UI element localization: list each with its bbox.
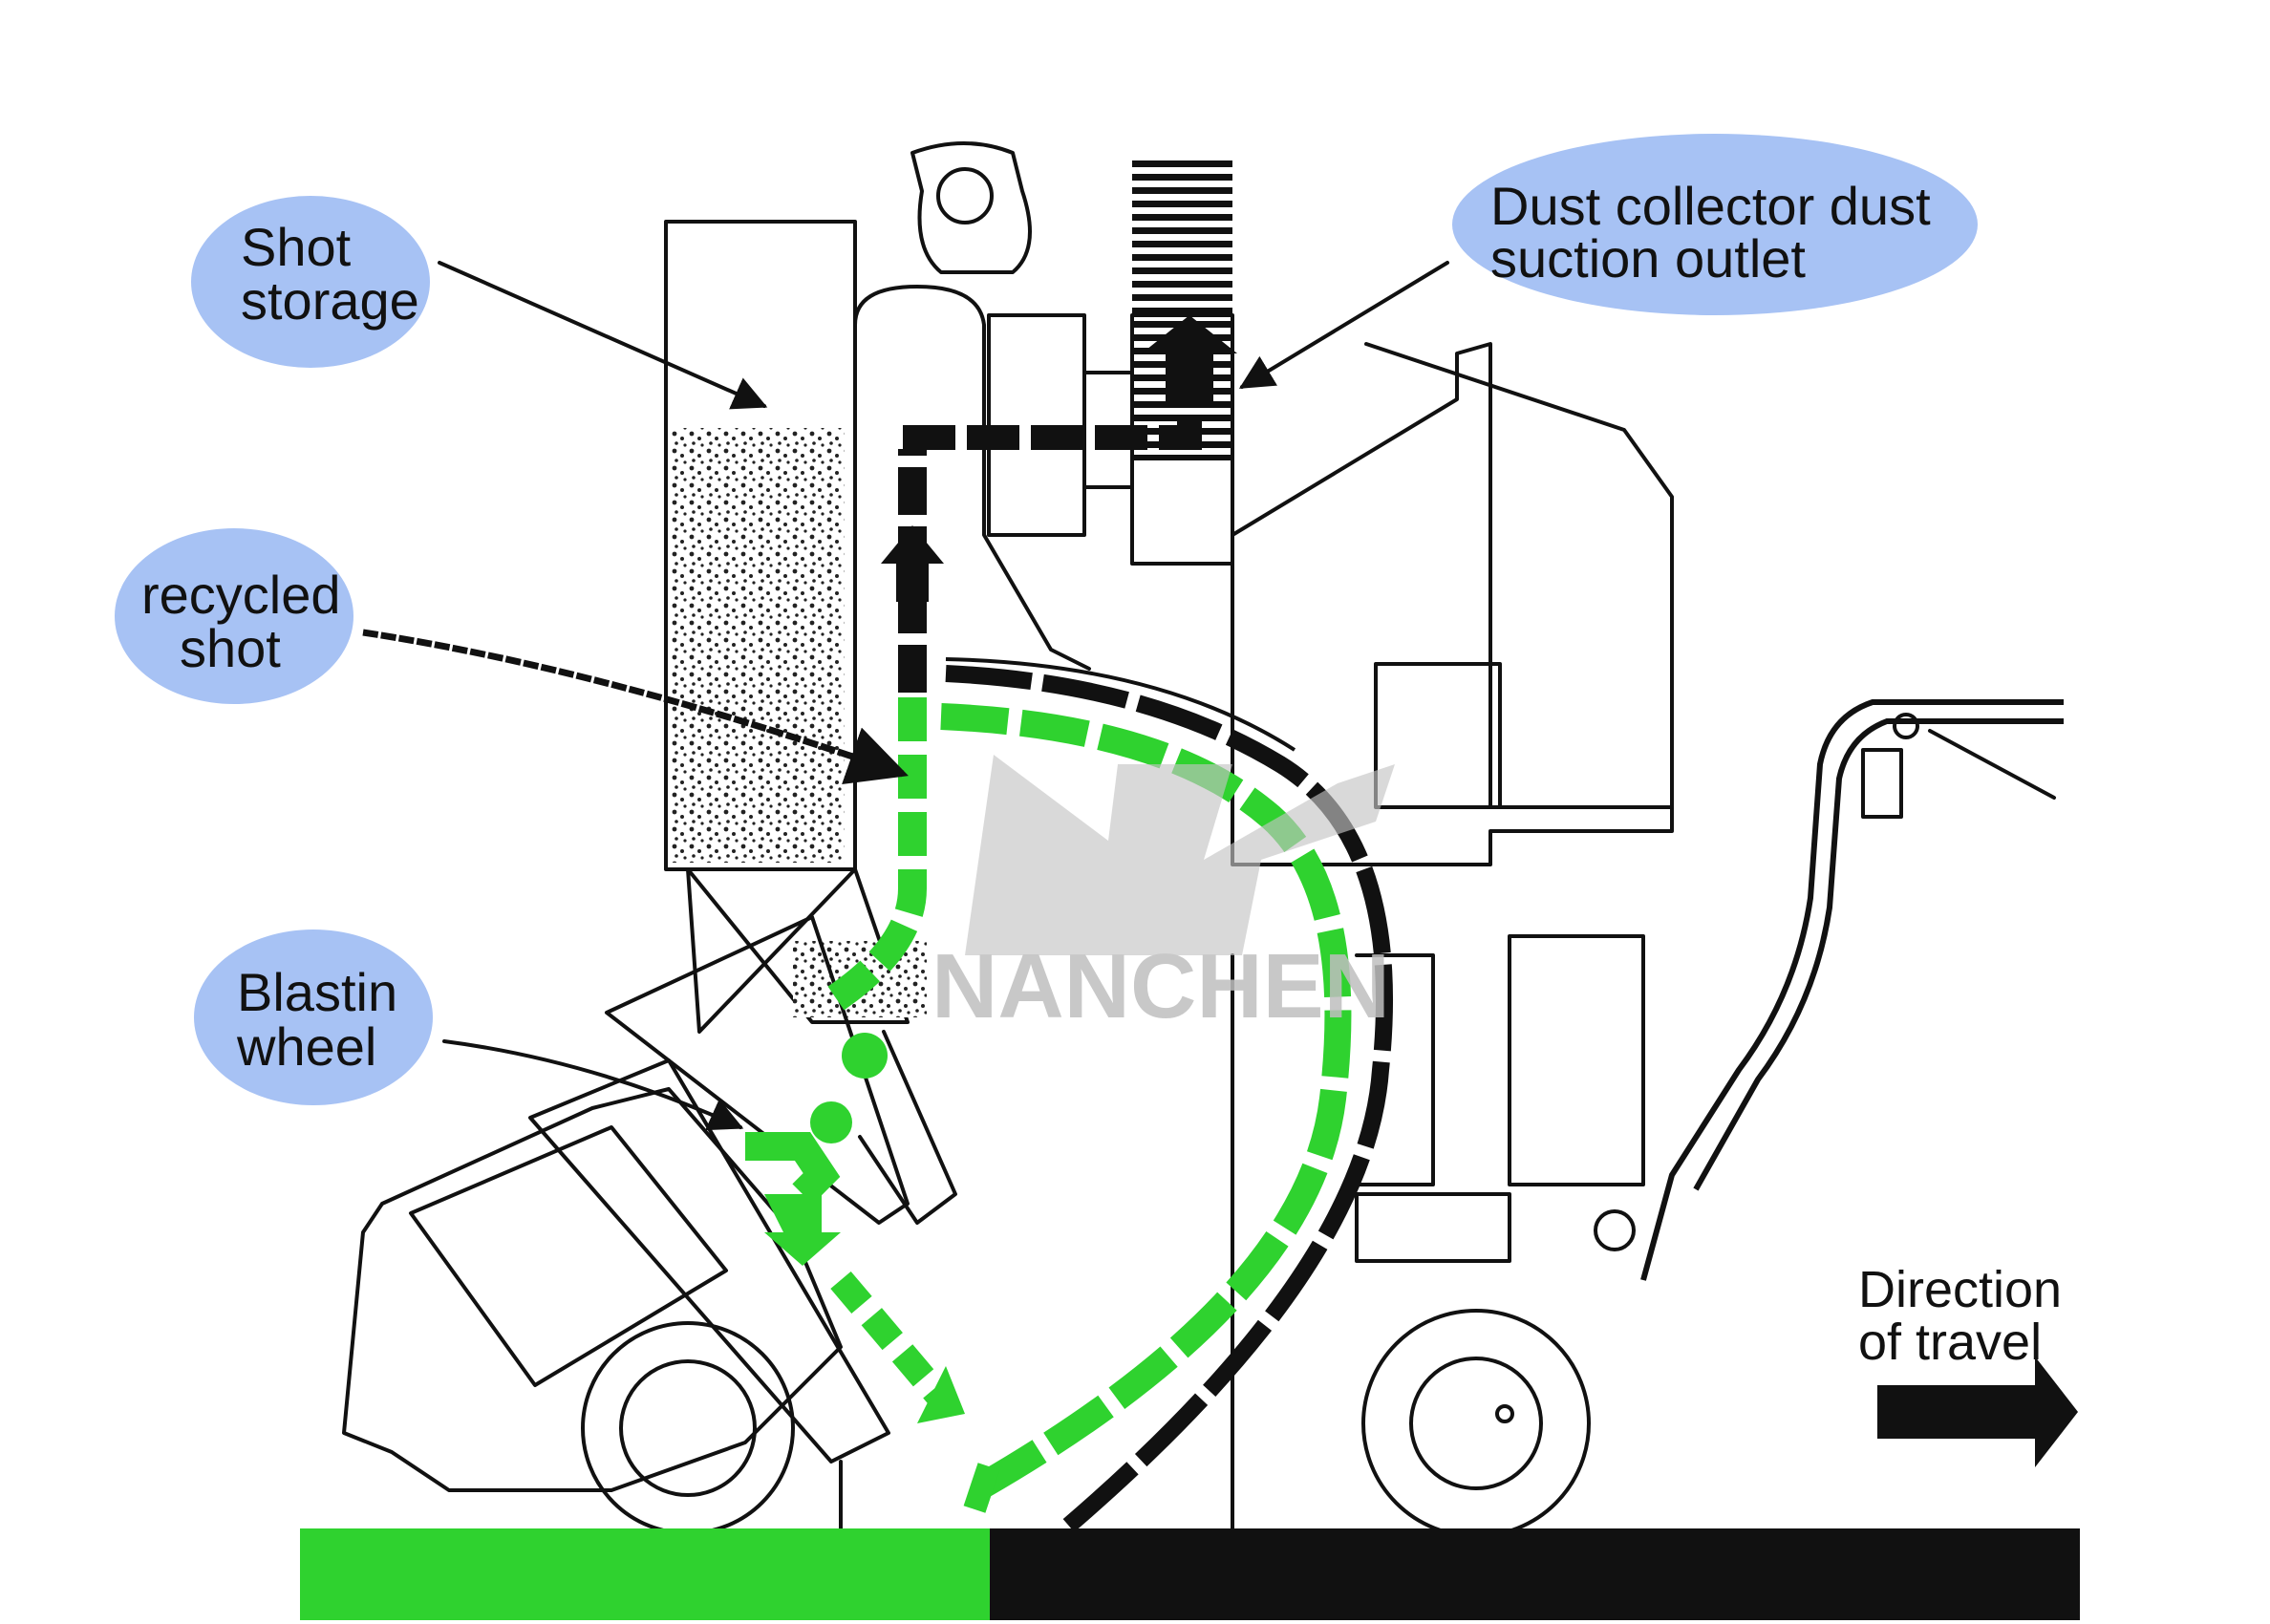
push-handle xyxy=(1640,699,2064,1281)
brand-watermark: NANCHEN xyxy=(932,755,1395,1037)
bubble-recycled-shot xyxy=(115,528,353,704)
up-arrow-icon xyxy=(1142,315,1237,401)
blasting-wheel-label-line1: Blastin xyxy=(237,962,397,1022)
shot-storage-fill xyxy=(671,428,845,863)
dust-collector-vent xyxy=(1132,155,1232,460)
machine-body xyxy=(342,141,2064,1538)
ground-bar xyxy=(300,1528,2080,1620)
lifting-eye xyxy=(910,141,1032,274)
shot-flow-path xyxy=(745,697,1352,1513)
callout-blasting-wheel: Blastin wheel xyxy=(194,930,744,1131)
shot-storage-label-line1: Shot xyxy=(241,217,352,277)
right-arrow-icon xyxy=(1877,1357,2078,1467)
direction-label-line2: of travel xyxy=(1858,1314,2042,1371)
return-duct xyxy=(945,657,1394,1535)
dust-outlet-label-line1: Dust collector dust xyxy=(1490,176,1931,236)
bubble-blasting-wheel xyxy=(194,930,433,1105)
dust-flow-path xyxy=(881,315,1237,693)
recycled-shot-label-line1: recycled xyxy=(141,565,341,625)
direction-label-line1: Direction xyxy=(1858,1261,2062,1318)
callout-dust-outlet: Dust collector dust suction outlet xyxy=(1238,134,1978,389)
ground-unblasted-section xyxy=(990,1528,2080,1620)
recycled-shot-label-line2: shot xyxy=(180,618,281,678)
dust-outlet-label-line2: suction outlet xyxy=(1490,228,1806,288)
shot-storage-label-line2: storage xyxy=(241,270,419,331)
blasting-wheel-label-line2: wheel xyxy=(236,1016,376,1077)
direction-of-travel: Direction of travel xyxy=(1858,1261,2078,1467)
ground-blasted-section xyxy=(300,1528,990,1620)
bubble-dust-outlet xyxy=(1452,134,1978,315)
callout-recycled-shot: recycled shot xyxy=(115,528,909,785)
bubble-shot-storage xyxy=(191,196,430,368)
shot-down-arrow-icon xyxy=(764,1194,841,1266)
dust-up-arrow-icon xyxy=(881,525,944,602)
watermark-brand: NANCHEN xyxy=(932,935,1390,1037)
callout-shot-storage: Shot storage xyxy=(191,196,768,410)
